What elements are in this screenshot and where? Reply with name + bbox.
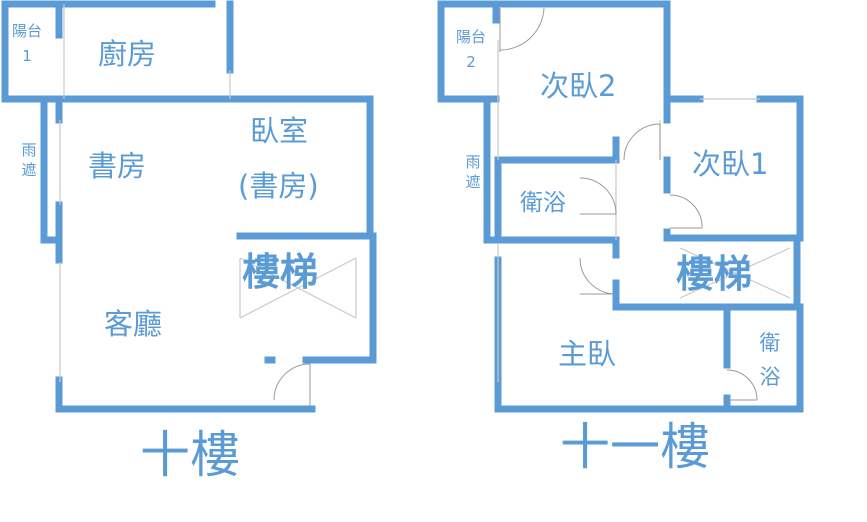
floor10-thin-lines <box>59 4 357 382</box>
floor10-balcony-text: 陽台 <box>12 22 43 40</box>
floor10-bedroom-label: 臥室 <box>250 114 309 148</box>
floor11-second-bedroom-2-label: 次臥2 <box>540 69 617 103</box>
floor10-rain-shelter-label: 雨遮 <box>21 141 37 179</box>
floor10-door <box>273 363 311 406</box>
floor10-living-room-label: 客廳 <box>104 307 163 341</box>
floor11-doors <box>499 7 758 401</box>
floor11-master-bedroom-label: 主臥 <box>558 337 617 371</box>
floor11-bathroom-2-label: 衛浴 <box>759 331 781 389</box>
floor11-bathroom-label: 衛浴 <box>520 190 566 216</box>
floor10-title: 十樓 <box>140 426 240 484</box>
floor10-bedroom-note: (書房) <box>238 169 319 203</box>
floor11-rain-shelter-label: 雨遮 <box>465 153 481 191</box>
floor10-kitchen-label: 廚房 <box>98 37 157 71</box>
floor10-balcony-label: 陽台 1 <box>12 24 42 64</box>
floor10-stairs-label: 樓梯 <box>242 250 319 294</box>
floor11-stairs-label: 樓梯 <box>676 252 753 296</box>
floor10-balcony-number: 1 <box>22 47 32 65</box>
floor11-title: 十一樓 <box>560 418 710 476</box>
floor11-second-bedroom-1-label: 次臥1 <box>692 147 769 181</box>
floor11-balcony-text: 陽台 <box>455 28 486 46</box>
floor11-walls <box>437 0 804 413</box>
floor11-balcony-label: 陽台 2 <box>450 30 492 70</box>
floor10-walls <box>1 0 377 413</box>
floor10-study-label: 書房 <box>88 149 147 183</box>
floor11-balcony-number: 2 <box>466 53 476 71</box>
